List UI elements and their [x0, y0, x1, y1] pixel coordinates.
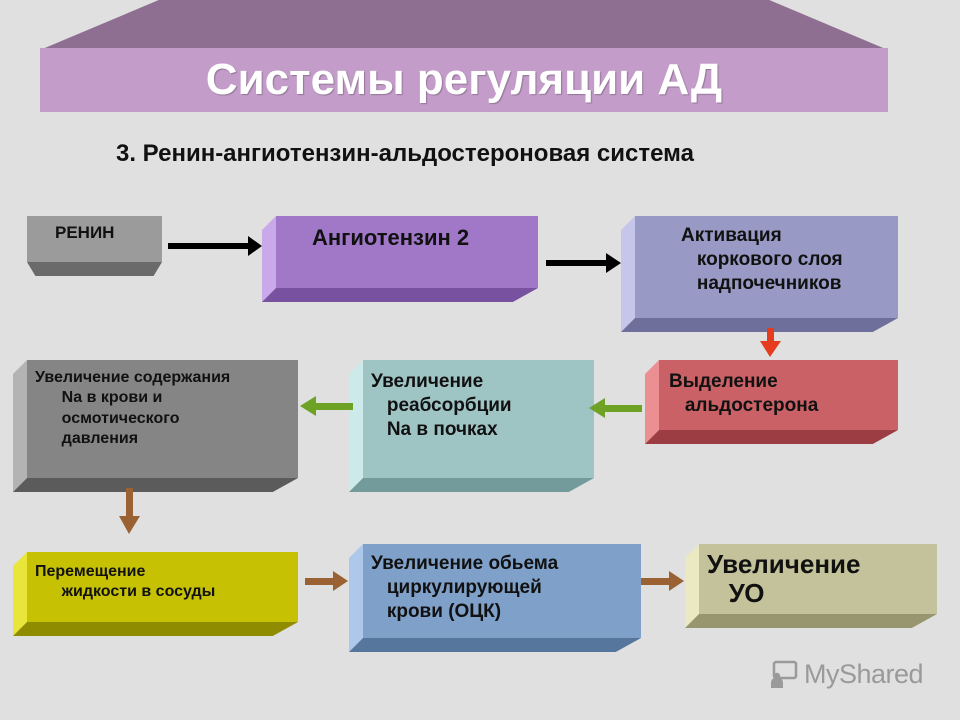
arrow-volume-to-stroke — [641, 571, 684, 591]
box-activation-label: Активация коркового слоя надпочечников — [681, 225, 843, 295]
box-reabsorption: Увеличение реабсорбции Na в почках — [349, 360, 594, 492]
title-banner: Системы регуляции АД — [40, 48, 888, 112]
box-bottom — [27, 262, 162, 276]
arrow-renin-to-angiotensin — [168, 236, 262, 256]
box-stroke: Увеличение УО — [685, 544, 937, 628]
box-bottom — [621, 318, 898, 332]
box-reabsorption-shape — [349, 360, 594, 492]
box-fluid: Перемещение жидкости в сосуды — [13, 552, 298, 636]
arrow-angiotensin-to-activation — [546, 253, 621, 273]
box-angiotensin-shape — [262, 216, 538, 302]
box-side — [262, 216, 276, 302]
arrow-sodium-to-fluid — [119, 488, 140, 534]
box-side — [621, 216, 635, 332]
box-side — [685, 544, 699, 628]
box-face — [363, 360, 594, 478]
subtitle: 3. Ренин-ангиотензин-альдостероновая сис… — [116, 140, 694, 167]
watermark-logo: MyShared — [768, 656, 924, 692]
box-side — [349, 360, 363, 492]
teacher-board-icon — [771, 660, 798, 688]
box-sodium-shape — [13, 360, 298, 492]
box-bottom — [262, 288, 538, 302]
box-angiotensin-label: Ангиотензин 2 — [312, 225, 470, 250]
box-side — [13, 552, 27, 636]
box-aldosterone-shape — [645, 360, 898, 444]
box-face — [27, 360, 298, 478]
watermark-brand: MyShared — [804, 658, 924, 689]
box-sodium-label: Увеличение содержания Na в крови и осмот… — [35, 369, 231, 447]
title-banner-top — [40, 0, 888, 50]
box-side — [349, 544, 363, 652]
box-side — [645, 360, 659, 444]
box-reabsorption-label: Увеличение реабсорбции Na в почках — [371, 371, 512, 441]
box-angiotensin: Ангиотензин 2 — [262, 216, 538, 302]
box-face — [27, 552, 298, 622]
box-bottom — [645, 430, 898, 444]
arrow-aldosterone-to-reabsorption — [589, 398, 642, 418]
box-face — [363, 544, 641, 638]
box-face — [276, 216, 538, 288]
box-activation: Активация коркового слоя надпочечников — [621, 216, 898, 332]
box-activation-shape — [621, 216, 898, 332]
box-face — [659, 360, 898, 430]
box-face — [699, 544, 937, 614]
box-renin-shape — [27, 216, 162, 276]
box-stroke-label: Увеличение УО — [707, 549, 861, 609]
box-face — [27, 216, 162, 262]
box-fluid-shape — [13, 552, 298, 636]
box-volume-label: Увеличение обьема циркулирующей крови (О… — [371, 553, 559, 623]
arrow-reabsorption-to-sodium — [300, 396, 353, 416]
page-title: Системы регуляции АД — [205, 55, 723, 104]
arrow-activation-to-aldosterone — [760, 328, 781, 357]
box-aldosterone: Выделение альдостерона — [645, 360, 898, 444]
box-volume-shape — [349, 544, 641, 652]
box-volume: Увеличение обьема циркулирующей крови (О… — [349, 544, 641, 652]
box-aldosterone-label: Выделение альдостерона — [669, 371, 819, 417]
box-bottom — [13, 622, 298, 636]
box-bottom — [13, 478, 298, 492]
box-bottom — [685, 614, 937, 628]
box-stroke-shape — [685, 544, 937, 628]
box-renin: РЕНИН — [27, 216, 162, 276]
box-renin-label: РЕНИН — [55, 223, 115, 242]
arrow-fluid-to-volume — [305, 571, 348, 591]
box-fluid-label: Перемещение жидкости в сосуды — [35, 563, 216, 601]
box-bottom — [349, 478, 594, 492]
box-bottom — [349, 638, 641, 652]
box-face — [635, 216, 898, 318]
box-side — [13, 360, 27, 492]
box-sodium: Увеличение содержания Na в крови и осмот… — [13, 360, 298, 492]
